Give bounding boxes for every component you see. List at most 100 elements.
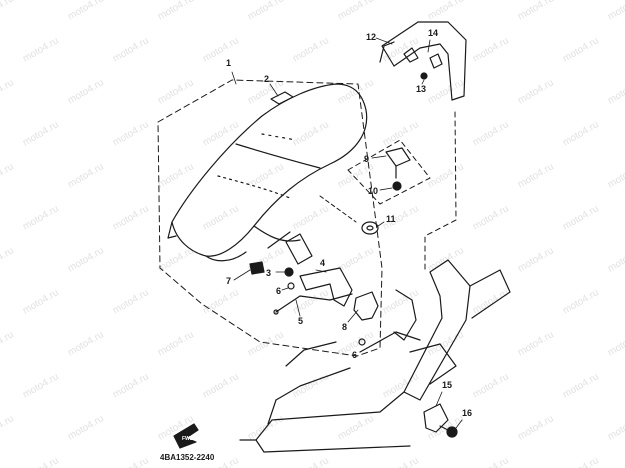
seat-lock-cable — [273, 293, 353, 315]
bracket-15 — [423, 403, 449, 433]
watermark-text: moto4.ru — [201, 119, 241, 148]
watermark-text: moto4.ru — [111, 35, 151, 64]
callout-10: 10 — [368, 186, 378, 196]
watermark-text: moto4.ru — [246, 161, 286, 190]
watermark-text: moto4.ru — [111, 455, 151, 468]
callout-16: 16 — [462, 408, 472, 418]
rear-frame — [239, 259, 511, 453]
watermark-text: moto4.ru — [0, 77, 16, 106]
watermark-text: moto4.ru — [111, 203, 151, 232]
watermark-text: moto4.ru — [66, 77, 106, 106]
watermark-text: moto4.ru — [606, 329, 625, 358]
watermark-text: moto4.ru — [66, 245, 106, 274]
watermark-text: moto4.ru — [291, 119, 331, 148]
watermark-text: moto4.ru — [381, 455, 421, 468]
watermark-text: moto4.ru — [606, 161, 625, 190]
watermark-text: moto4.ru — [471, 203, 511, 232]
callout-6: 6 — [276, 286, 281, 296]
callout-8: 8 — [342, 322, 347, 332]
watermark-text: moto4.ru — [381, 119, 421, 148]
watermark-text: moto4.ru — [471, 455, 511, 468]
watermark-text: moto4.ru — [516, 413, 556, 442]
watermark-text: moto4.ru — [606, 0, 625, 23]
grommet-11 — [361, 221, 379, 235]
nut-3 — [284, 267, 294, 277]
nut-14 — [403, 47, 443, 69]
washer-6b — [358, 338, 366, 346]
callout-14: 14 — [428, 28, 438, 38]
watermark-text: moto4.ru — [291, 203, 331, 232]
fwd-arrow — [173, 423, 199, 449]
watermark-text: moto4.ru — [471, 119, 511, 148]
watermark-text: moto4.ru — [291, 455, 331, 468]
watermark-text: moto4.ru — [606, 413, 625, 442]
watermark-text: moto4.ru — [516, 0, 556, 23]
watermark-text: moto4.ru — [246, 329, 286, 358]
watermark-text: moto4.ru — [66, 0, 106, 23]
watermark-text: moto4.ru — [21, 203, 61, 232]
watermark-text: moto4.ru — [606, 77, 625, 106]
callout-13: 13 — [416, 84, 426, 94]
collar-10 — [392, 181, 402, 191]
watermark-text: moto4.ru — [111, 119, 151, 148]
watermark-text: moto4.ru — [561, 455, 601, 468]
watermark-text: moto4.ru — [201, 287, 241, 316]
watermark-text: moto4.ru — [246, 0, 286, 23]
watermark-text: moto4.ru — [0, 161, 16, 190]
watermark-text: moto4.ru — [21, 287, 61, 316]
seat-cap — [270, 91, 294, 105]
assembly-boundary-bolt — [347, 139, 431, 205]
watermark-text: moto4.ru — [336, 0, 376, 23]
callout-2: 2 — [264, 74, 269, 84]
leader-lines — [231, 37, 463, 429]
watermark-text: moto4.ru — [21, 371, 61, 400]
watermark-text: moto4.ru — [66, 329, 106, 358]
watermark-text: moto4.ru — [606, 245, 625, 274]
watermark-text: moto4.ru — [0, 329, 16, 358]
callout-9: 9 — [364, 154, 369, 164]
watermark-text: moto4.ru — [201, 371, 241, 400]
callout-7: 7 — [226, 276, 231, 286]
watermark-text: moto4.ru — [426, 161, 466, 190]
watermark-text: moto4.ru — [156, 161, 196, 190]
dash-line-seat — [319, 195, 357, 223]
watermark-text: moto4.ru — [156, 0, 196, 23]
watermark-text: moto4.ru — [0, 413, 16, 442]
watermark-text: moto4.ru — [201, 35, 241, 64]
callout-11: 11 — [386, 214, 396, 224]
watermark-text: moto4.ru — [516, 161, 556, 190]
watermark-text: moto4.ru — [291, 371, 331, 400]
watermark-text: moto4.ru — [471, 35, 511, 64]
watermark-text: moto4.ru — [336, 245, 376, 274]
bolt-9 — [385, 147, 411, 179]
callout-4: 4 — [320, 258, 325, 268]
watermark-text: moto4.ru — [0, 0, 16, 23]
callout-15: 15 — [442, 380, 452, 390]
watermark-text: moto4.ru — [21, 119, 61, 148]
watermark-text: moto4.ru — [516, 77, 556, 106]
seat — [167, 83, 368, 262]
watermark-text: moto4.ru — [471, 287, 511, 316]
watermark-text: moto4.ru — [426, 0, 466, 23]
callout-12: 12 — [366, 32, 376, 42]
callout-3: 3 — [266, 268, 271, 278]
drawing-code: 4BA1352-2240 — [160, 453, 215, 462]
watermark-text: moto4.ru — [111, 371, 151, 400]
watermark-text: moto4.ru — [156, 77, 196, 106]
fwd-label: FWD — [182, 436, 194, 442]
washer-6 — [287, 282, 295, 290]
dash-line-grabbar — [424, 111, 457, 273]
watermark-text: moto4.ru — [336, 77, 376, 106]
watermark-text: moto4.ru — [561, 287, 601, 316]
callout-5: 5 — [298, 316, 303, 326]
watermark-text: moto4.ru — [156, 329, 196, 358]
watermark-text: moto4.ru — [291, 287, 331, 316]
seat-damper — [249, 261, 265, 275]
assembly-boundary-seat — [157, 79, 383, 357]
watermark-text: moto4.ru — [471, 371, 511, 400]
seat-lock-lever — [299, 267, 353, 307]
watermark-text: moto4.ru — [516, 329, 556, 358]
watermark-text: moto4.ru — [561, 35, 601, 64]
